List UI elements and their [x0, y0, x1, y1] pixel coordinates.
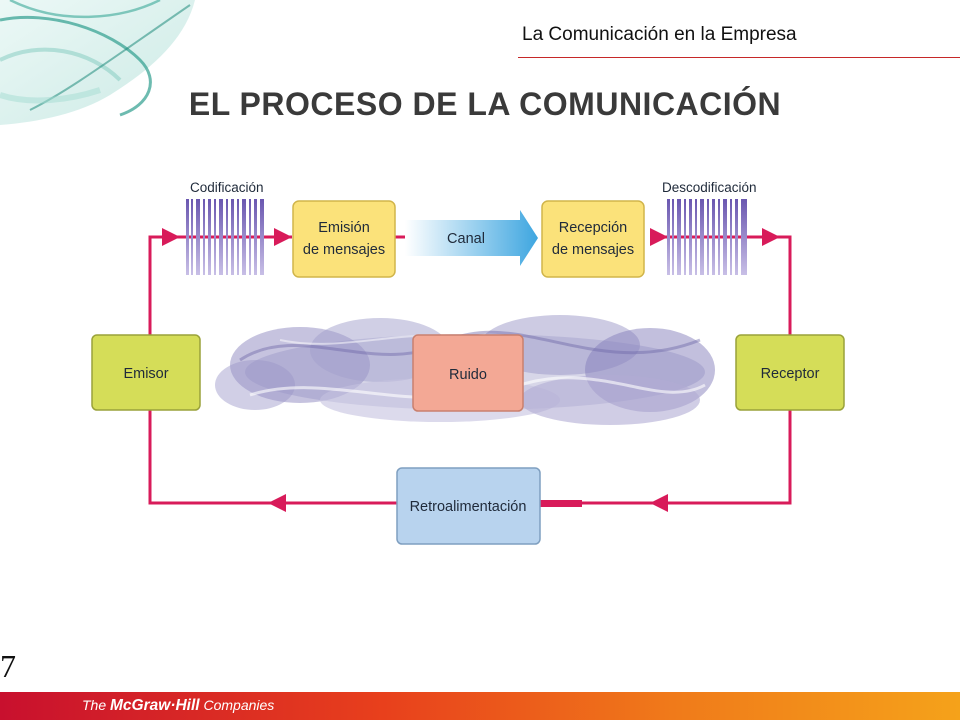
flow-arrowheads	[162, 228, 780, 512]
receptor-label: Receptor	[761, 366, 820, 382]
arrow-left-icon	[268, 494, 286, 512]
retroalimentacion-label: Retroalimentación	[410, 499, 527, 515]
arrow-left-icon	[650, 494, 668, 512]
emisor-label: Emisor	[123, 366, 168, 382]
footer-bar: The McGraw·Hill Companies	[0, 692, 960, 720]
decorative-swirl	[0, 0, 195, 125]
canal-label: Canal	[447, 231, 485, 247]
logo-brand: McGraw·Hill	[110, 697, 200, 714]
logo-prefix: The	[82, 697, 111, 713]
course-subject: La Comunicación en la Empresa	[522, 24, 797, 45]
recepcion-box: Recepción de mensajes	[541, 200, 645, 278]
recepcion-label-line2: de mensajes	[552, 242, 634, 258]
emision-box: Emisión de mensajes	[292, 200, 396, 278]
emision-label-line1: Emisión	[318, 220, 370, 236]
emision-label-line2: de mensajes	[303, 242, 385, 258]
codificacion-label: Codificación	[190, 180, 264, 195]
canal-arrow: Canal	[405, 210, 538, 266]
arrow-right-icon	[650, 228, 668, 246]
ruido-box: Ruido	[412, 334, 524, 412]
arrow-right-icon	[274, 228, 292, 246]
header-divider	[518, 57, 960, 58]
logo-suffix: Companies	[199, 697, 275, 713]
barcode-descodificacion-icon	[667, 199, 747, 275]
ruido-label: Ruido	[449, 367, 487, 383]
flow-segment	[540, 500, 582, 507]
barcode-codificacion-icon	[186, 199, 264, 275]
receptor-box: Receptor	[735, 334, 845, 411]
page-number: 7	[0, 648, 16, 684]
emisor-box: Emisor	[91, 334, 201, 411]
arrow-right-icon	[162, 228, 180, 246]
publisher-logo: The McGraw·Hill Companies	[82, 697, 274, 715]
arrow-right-icon	[762, 228, 780, 246]
retroalimentacion-box: Retroalimentación	[396, 467, 541, 545]
slide-title: EL PROCESO DE LA COMUNICACIÓN	[188, 86, 782, 122]
recepcion-label-line1: Recepción	[559, 220, 628, 236]
descodificacion-label: Descodificación	[662, 180, 757, 195]
